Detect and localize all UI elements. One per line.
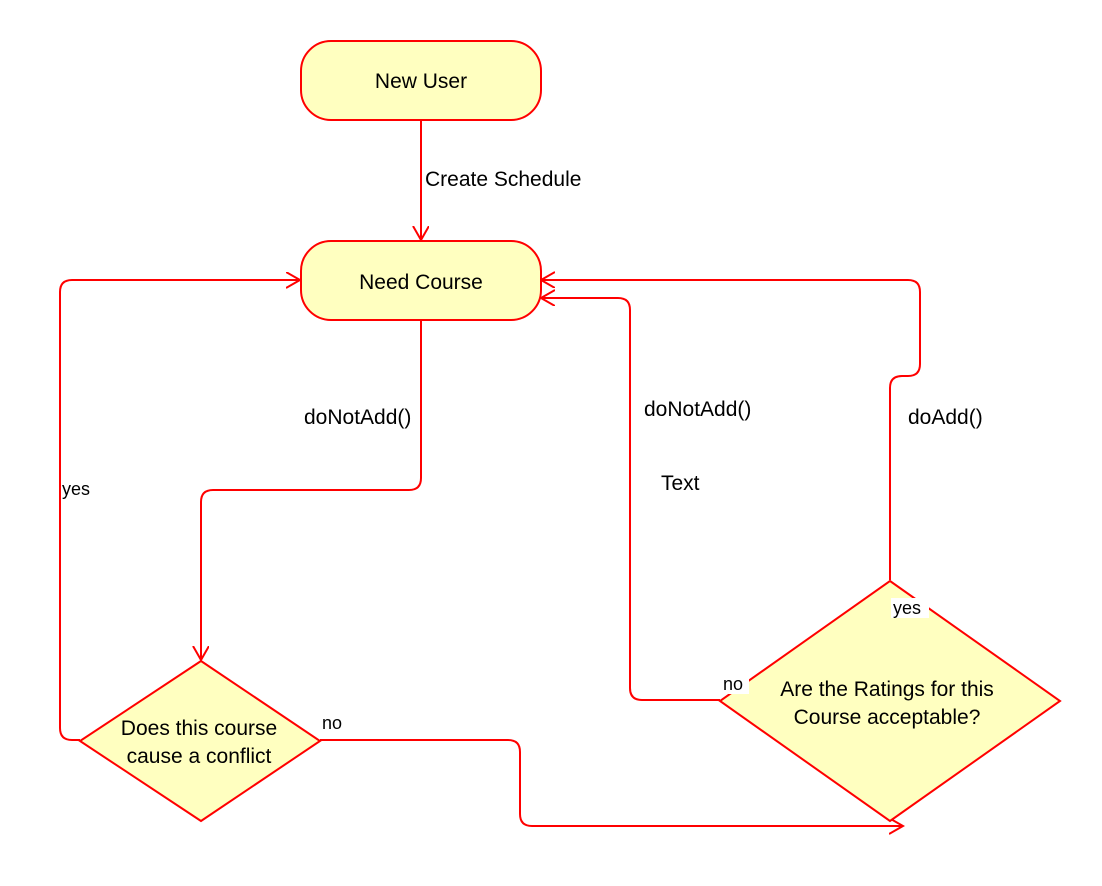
node-ratings-decision[interactable]: Are the Ratings for this Course acceptab… [718, 579, 1062, 823]
node-new-user[interactable]: New User [300, 40, 542, 121]
node-conflict-decision[interactable]: Does this course cause a conflict [78, 659, 322, 823]
conflict-label-line1: Does this course [121, 717, 277, 740]
create-schedule-label: Create Schedule [425, 168, 581, 191]
edge-conflict-yes-to-need-course[interactable] [59, 280, 300, 741]
no-ratings-label-bg [721, 674, 749, 694]
yes-left-label: yes [62, 479, 90, 499]
do-not-add-right-label: doNotAdd() [644, 398, 751, 421]
edge-ratings-yes-to-need-course[interactable] [541, 280, 921, 580]
do-add-label: doAdd() [908, 406, 983, 429]
edge-conflict-no-to-ratings[interactable] [320, 739, 903, 826]
no-conflict-label: no [322, 713, 342, 733]
need-course-label: Need Course [359, 271, 483, 294]
edge-ratings-no-to-need-course[interactable] [541, 298, 720, 701]
conflict-label-line2: cause a conflict [127, 745, 272, 768]
ratings-label-line2: Course acceptable? [794, 706, 981, 729]
ratings-label-line1: Are the Ratings for this [780, 678, 994, 701]
floating-text-label: Text [661, 472, 700, 495]
new-user-label: New User [375, 70, 467, 93]
node-need-course[interactable]: Need Course [300, 240, 542, 321]
edge-need-course-to-conflict[interactable] [201, 320, 422, 660]
yes-ratings-label-bg [891, 598, 929, 618]
do-not-add-left-label: doNotAdd() [304, 406, 411, 429]
edge-labels: Create Schedule doNotAdd() doNotAdd() do… [62, 168, 983, 733]
edges [59, 120, 921, 826]
no-ratings-label: no [723, 674, 743, 694]
yes-ratings-label: yes [893, 598, 921, 618]
